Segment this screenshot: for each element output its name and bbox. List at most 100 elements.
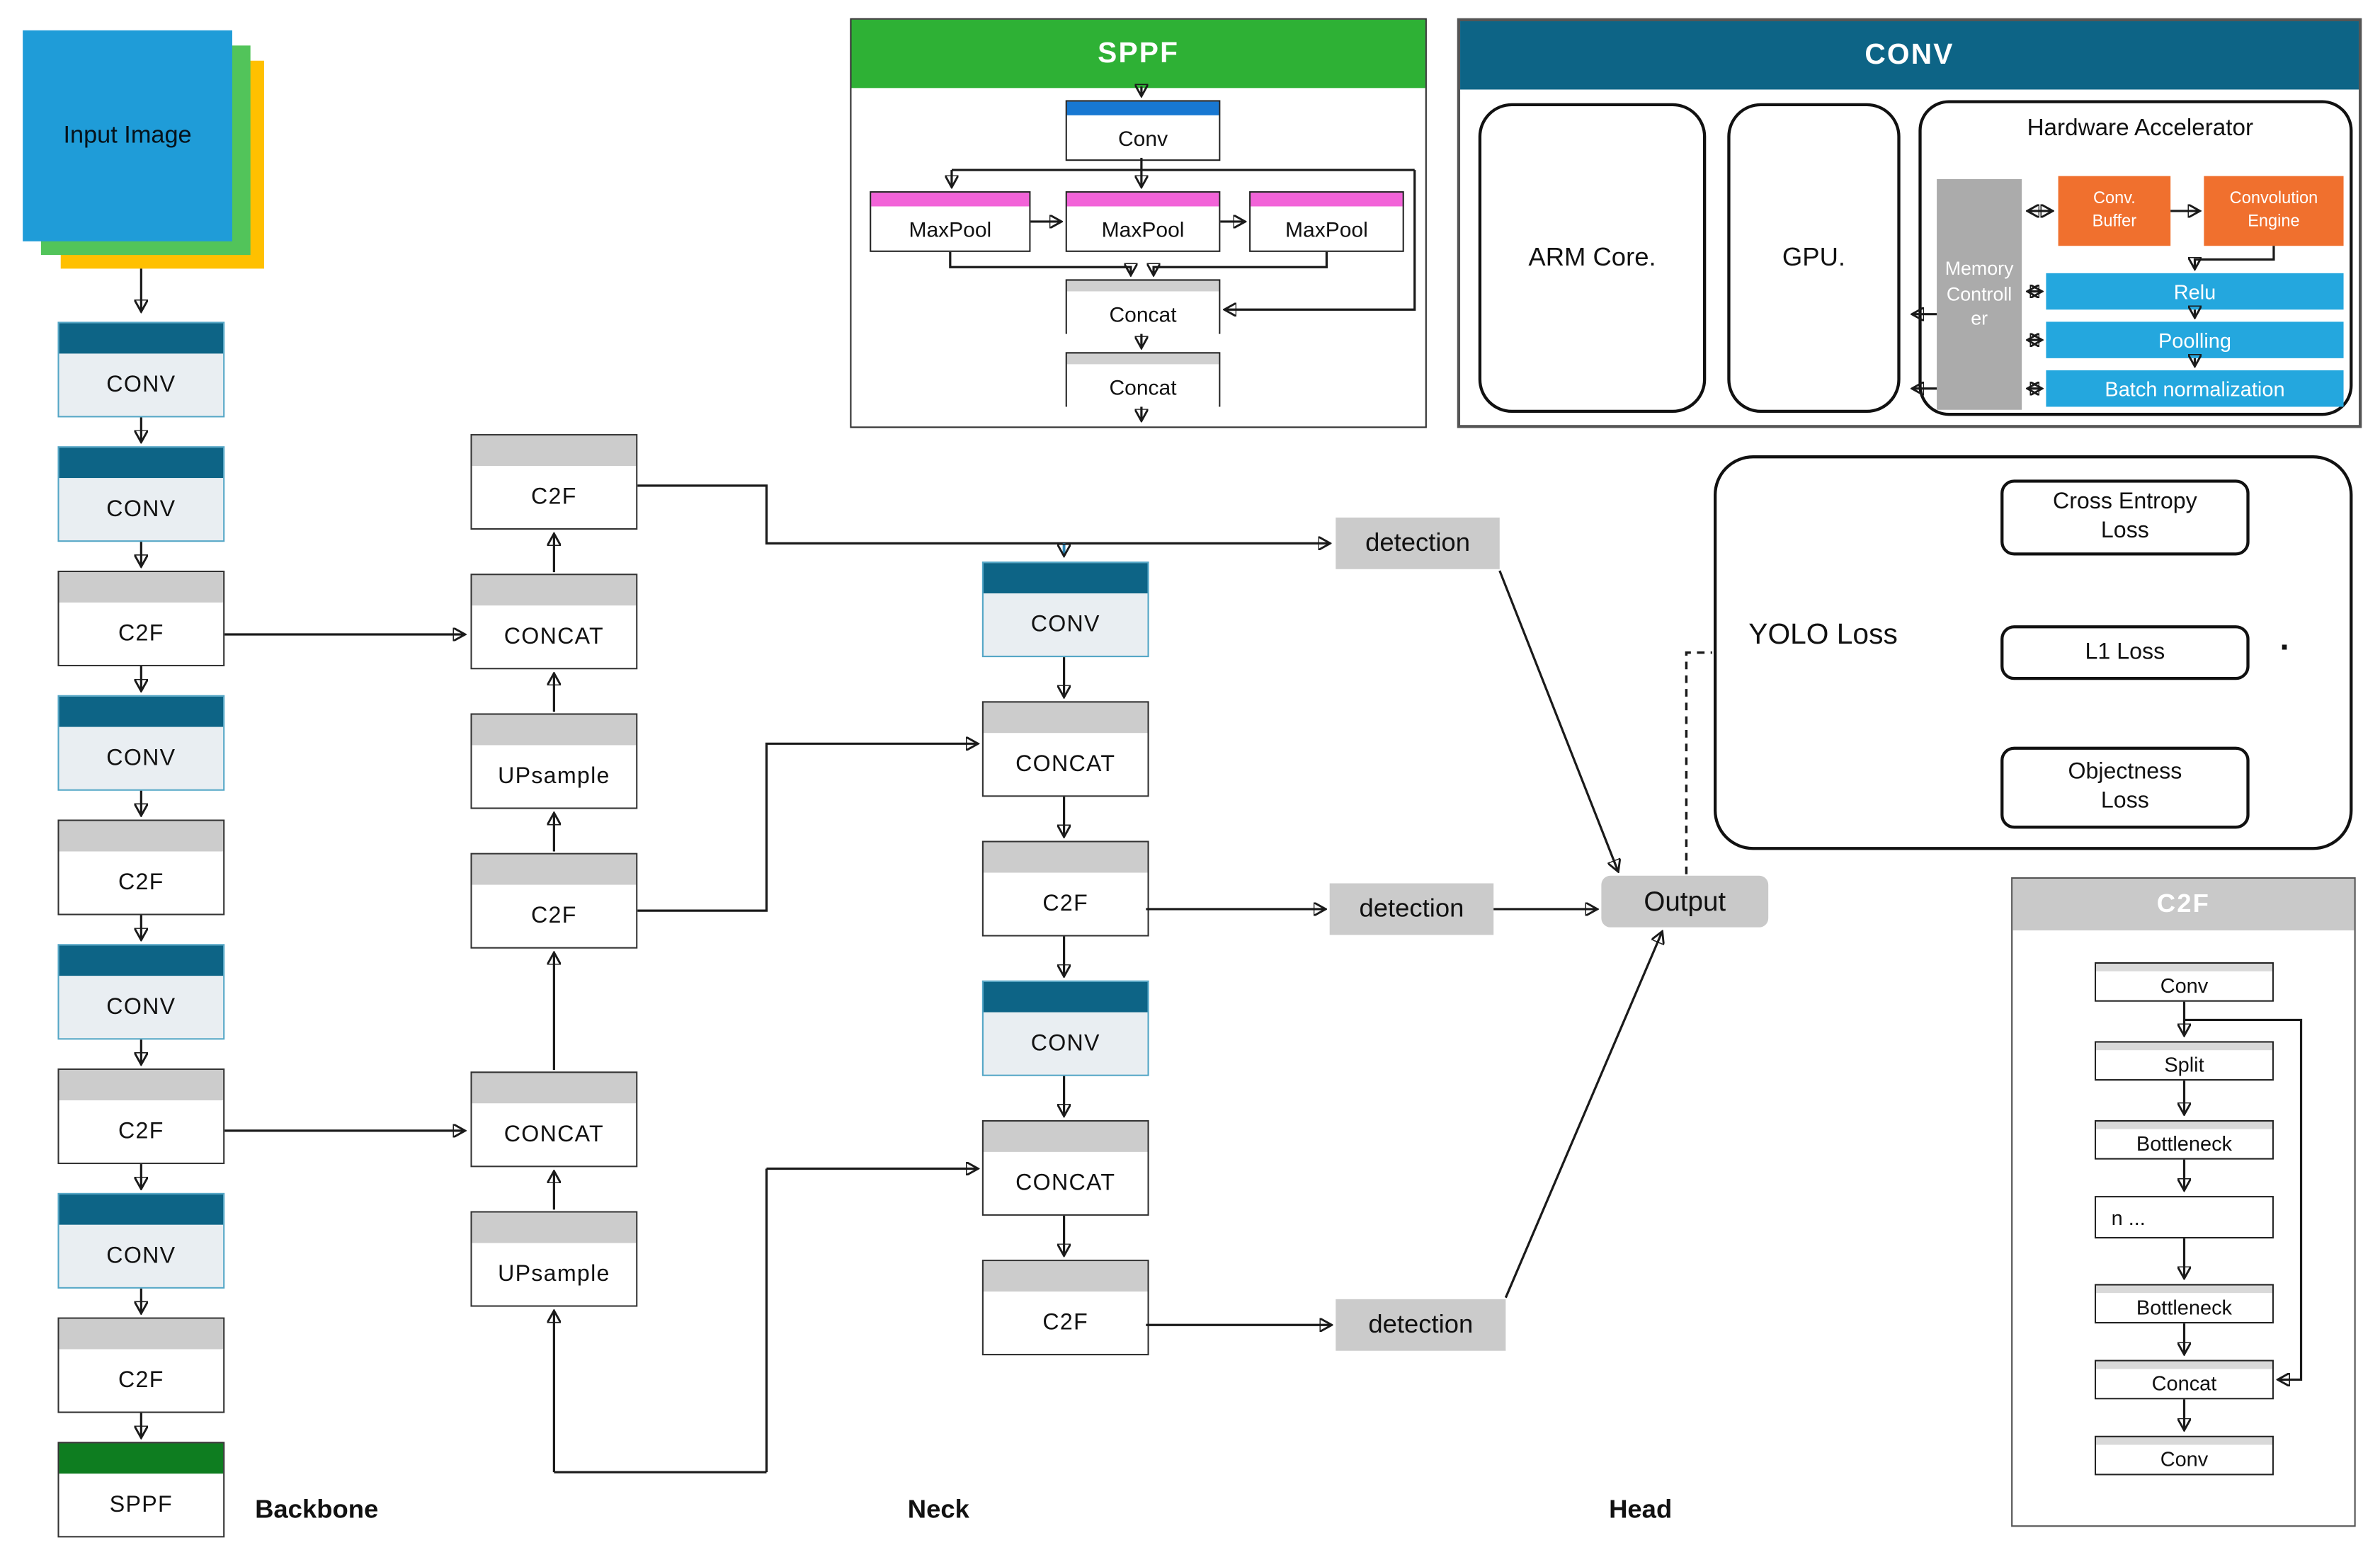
objectness-loss-box: Objectness Loss [2000, 746, 2250, 829]
memory-controller-box: Memory Controller [1937, 178, 2022, 410]
block-label: UPsample [472, 745, 637, 808]
block-label: C2F [472, 884, 637, 947]
neck-left-block-c2f-4: C2F [470, 853, 638, 949]
detection-badge-p5: detection [1336, 1299, 1506, 1351]
block-header-strip [59, 1443, 224, 1474]
block-header-strip [59, 1318, 224, 1350]
block-header-strip [2096, 1361, 2272, 1369]
block-header-strip [59, 821, 224, 852]
neck-left-block-concat-2: CONCAT [470, 574, 638, 670]
block-header-strip [59, 945, 224, 976]
cross-entropy-loss-box: Cross Entropy Loss [2000, 479, 2250, 556]
block-label: Bottleneck [2096, 1293, 2272, 1322]
backbone-block-c2f-3: C2F [57, 570, 225, 666]
neck-right-block-c2f-3: C2F [981, 840, 1149, 937]
batch-normalization-box: Batch normalization [2046, 370, 2344, 407]
block-header-strip [2096, 1285, 2272, 1294]
block-header-strip [983, 842, 1148, 873]
block-label: Conv [2096, 1444, 2272, 1474]
block-label: CONV [59, 1224, 224, 1287]
input-image-label: Input Image [63, 122, 192, 148]
sppf-concat-1-label: Concat [1066, 291, 1219, 336]
l1-loss-line1: L1 Loss [2085, 638, 2165, 665]
concat-strip [1066, 353, 1219, 365]
sppf-maxpool-3-label: MaxPool [1251, 206, 1403, 251]
sppf-concat-1: Concat [1065, 279, 1221, 336]
relu-label: Relu [2173, 280, 2216, 303]
sppf-maxpool-2-label: MaxPool [1066, 206, 1219, 251]
block-header-strip [983, 563, 1148, 594]
block-header-strip [983, 981, 1148, 1013]
block-label: Split [2096, 1050, 2272, 1080]
conv-panel-header: CONV [1460, 21, 2359, 90]
maxpool-strip [1066, 193, 1219, 207]
block-label: CONV [59, 353, 224, 416]
neck-right-block-conv-4: CONV [981, 980, 1149, 1076]
c2f-inner-n--4: n ... [2095, 1196, 2274, 1239]
block-label: Conv [2096, 971, 2272, 1000]
objectness-loss-line1: Objectness [2068, 759, 2182, 785]
c2f-inner-concat-6: Concat [2095, 1359, 2274, 1400]
sppf-maxpool-1: MaxPool [870, 191, 1031, 252]
l1-loss-box: L1 Loss [2000, 625, 2250, 680]
head-label: Head [1609, 1495, 1673, 1524]
backbone-block-sppf-10: SPPF [57, 1442, 225, 1538]
backbone-label: Backbone [255, 1495, 379, 1524]
block-label: UPsample [472, 1243, 637, 1306]
loss-dot: . [2279, 619, 2289, 658]
pooling-box: Poolling [2046, 321, 2344, 358]
block-header-strip [59, 1070, 224, 1101]
neck-left-block-c2f-1: C2F [470, 434, 638, 530]
block-header-strip [59, 323, 224, 354]
block-label: C2F [472, 466, 637, 528]
neck-right-block-c2f-6: C2F [981, 1260, 1149, 1356]
sppf-maxpool-3: MaxPool [1249, 191, 1404, 252]
block-header-strip [472, 1073, 637, 1104]
neck-left-block-upsample-3: UPsample [470, 713, 638, 809]
neck-left-block-concat-5: CONCAT [470, 1071, 638, 1168]
neck-right-block-concat-5: CONCAT [981, 1119, 1149, 1216]
c2f-panel-title: C2F [2156, 889, 2211, 918]
block-header-strip [983, 1122, 1148, 1152]
block-header-strip [2096, 1437, 2272, 1445]
block-label: n ... [2096, 1197, 2272, 1237]
conv-buffer-label: Conv. Buffer [2092, 190, 2137, 231]
detection-badge-p4: detection [1329, 883, 1494, 935]
cross-entropy-loss-line2: Loss [2100, 517, 2149, 544]
c2f-panel-header: C2F [2012, 879, 2355, 930]
c2f-inner-conv-1: Conv [2095, 962, 2274, 1002]
pooling-label: Poolling [2158, 329, 2231, 352]
maxpool-strip [871, 193, 1030, 207]
sppf-conv-strip [1066, 101, 1219, 115]
block-label: CONV [59, 478, 224, 541]
gpu-box: GPU. [1727, 103, 1901, 414]
block-label: C2F [59, 1100, 224, 1163]
memory-controller-label: Memory Controller [1945, 257, 2014, 331]
block-header-strip [59, 447, 224, 479]
block-label: C2F [983, 1292, 1148, 1354]
yolo-loss-title: YOLO Loss [1748, 619, 1898, 651]
concat-strip [1066, 280, 1219, 292]
neck-label: Neck [907, 1495, 969, 1524]
backbone-block-c2f-5: C2F [57, 819, 225, 916]
backbone-block-conv-6: CONV [57, 944, 225, 1040]
arm-core-label: ARM Core. [1528, 242, 1656, 272]
block-header-strip [59, 1194, 224, 1225]
c2f-inner-bottleneck-5: Bottleneck [2095, 1284, 2274, 1324]
neck-right-block-concat-2: CONCAT [981, 701, 1149, 797]
sppf-panel-title: SPPF [1098, 37, 1180, 69]
convolution-engine-label: Convolution Engine [2229, 190, 2318, 231]
block-label: CONV [59, 726, 224, 789]
block-header-strip [59, 696, 224, 727]
block-header-strip [59, 572, 224, 603]
backbone-block-c2f-7: C2F [57, 1068, 225, 1165]
backbone-block-conv-1: CONV [57, 321, 225, 418]
gpu-label: GPU. [1782, 242, 1846, 272]
arm-core-box: ARM Core. [1478, 103, 1707, 414]
block-label: C2F [983, 872, 1148, 935]
block-label: C2F [59, 602, 224, 665]
relu-box: Relu [2046, 273, 2344, 310]
backbone-block-conv-2: CONV [57, 446, 225, 542]
